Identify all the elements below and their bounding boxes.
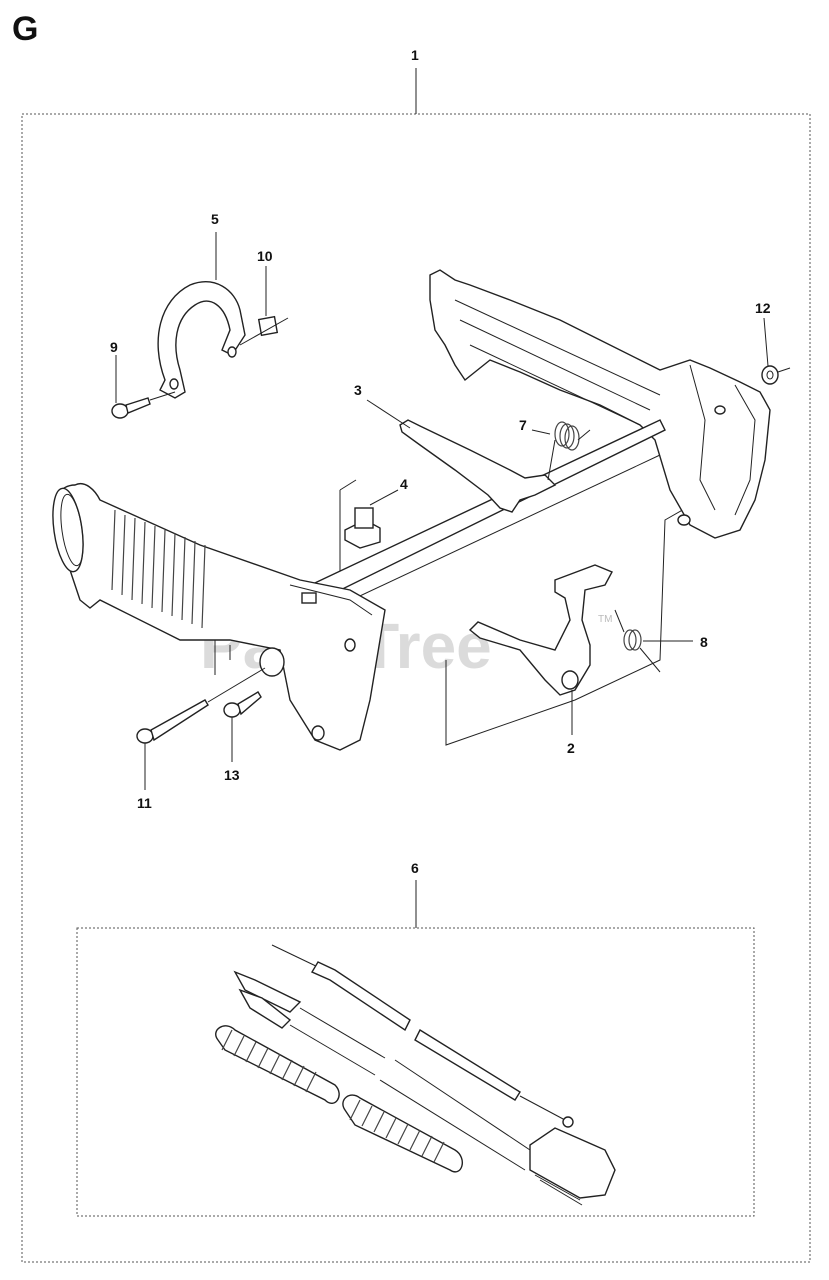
screw-9 [111, 391, 176, 419]
handle-clamp-part [157, 281, 246, 399]
callout-13: 13 [224, 767, 240, 783]
callout-12: 12 [755, 300, 771, 316]
assembly-frame [21, 113, 811, 1263]
torsion-spring-7 [547, 421, 591, 481]
callout-6: 6 [411, 860, 419, 876]
torsion-spring-8 [614, 609, 661, 673]
handle-grip [52, 483, 386, 751]
throttle-cable-kit [215, 944, 616, 1206]
rear-bracket [429, 269, 771, 539]
washer-12 [761, 365, 791, 385]
throttle-lever-part [399, 419, 557, 513]
cable-clip-part [344, 507, 381, 549]
callout-3: 3 [354, 382, 362, 398]
callout-4: 4 [400, 476, 408, 492]
callout-10: 10 [257, 248, 273, 264]
assembly-outline-3 [339, 479, 357, 491]
leader-4 [369, 489, 399, 506]
callout-5: 5 [211, 211, 219, 227]
section-letter: G [12, 10, 39, 48]
kit-frame [76, 927, 755, 1217]
callout-7: 7 [519, 417, 527, 433]
screw-11 [136, 667, 266, 744]
nut-10 [239, 315, 289, 346]
callout-8: 8 [700, 634, 708, 650]
throttle-trigger-part [468, 564, 613, 696]
leader-3 [366, 399, 411, 429]
callout-9: 9 [110, 339, 118, 355]
callout-11: 11 [137, 795, 152, 811]
screw-13 [223, 691, 262, 718]
callout-2: 2 [567, 740, 575, 756]
leader-12 [763, 317, 769, 367]
callout-1: 1 [411, 47, 419, 63]
assembly-outline [445, 479, 736, 746]
svg-text:TM: TM [598, 614, 612, 625]
leader-7 [531, 429, 551, 435]
